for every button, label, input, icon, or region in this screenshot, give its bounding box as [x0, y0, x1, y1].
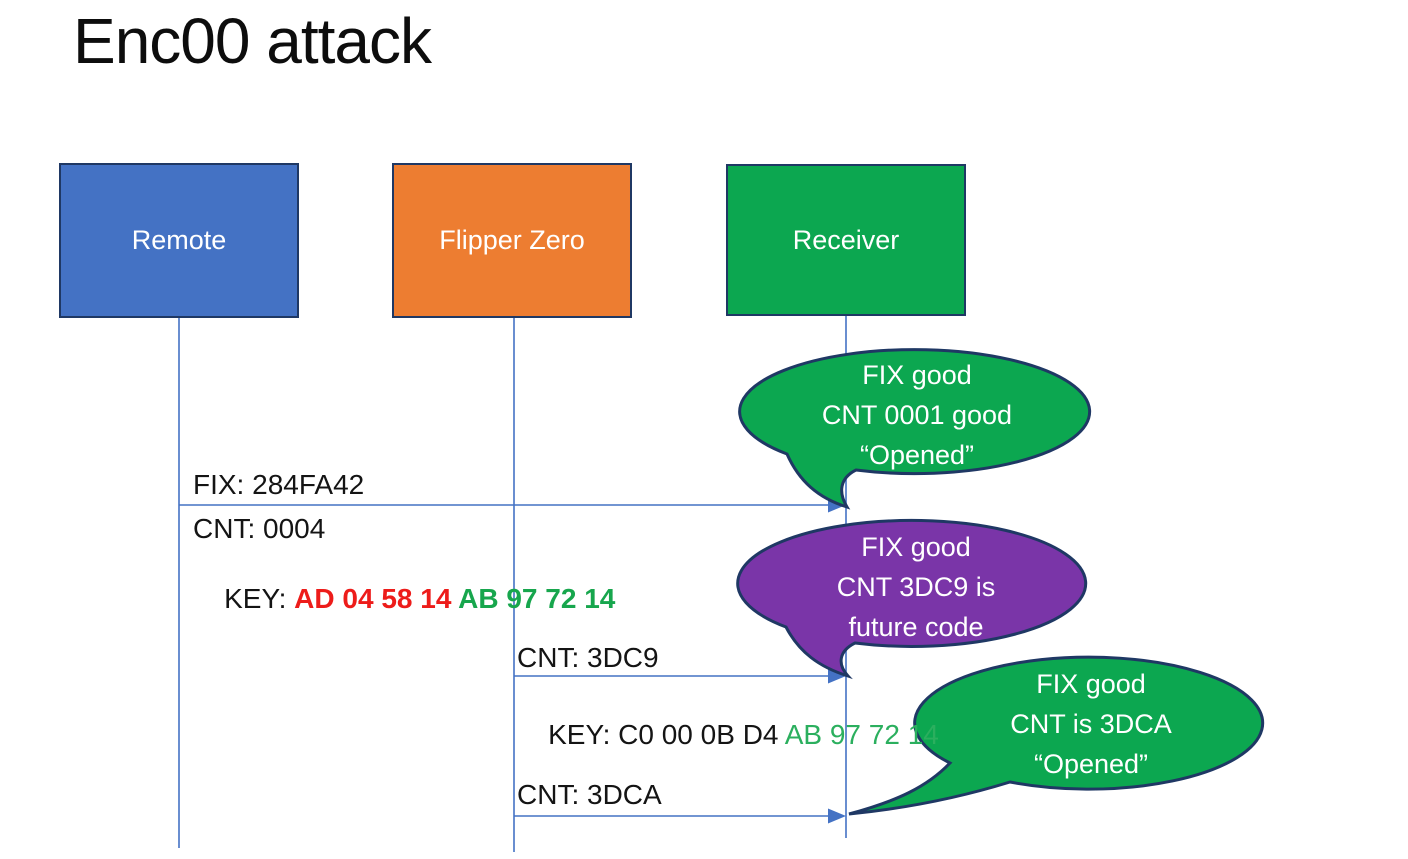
message-1-cnt-label: CNT: 0004 — [193, 513, 326, 544]
callout-1-line-1: FIX good — [862, 360, 972, 390]
callout-1-text: FIX good CNT 0001 good “Opened” — [742, 355, 1092, 475]
slide-title: Enc00 attack — [73, 5, 432, 77]
callout-2-line-3: future code — [848, 612, 984, 642]
callout-1-line-3: “Opened” — [859, 440, 975, 470]
message-2-cnt-label: CNT: 3DC9 — [517, 642, 659, 673]
callout-bubble-future-code — [736, 518, 1088, 680]
message-2-key-green-bytes: AB 97 72 14 — [784, 719, 939, 750]
arrowhead-message-3 — [828, 808, 846, 824]
message-1-key-prefix: KEY: — [224, 583, 295, 614]
actor-label-remote: Remote — [131, 225, 227, 255]
actor-box-remote: Remote — [59, 163, 299, 318]
message-3-key-green-bytes: AB 97 72 14 — [779, 857, 933, 859]
callout-2-text: FIX good CNT 3DC9 is future code — [741, 527, 1091, 647]
actor-box-flipper-zero: Flipper Zero — [392, 163, 632, 318]
message-3-key-label: KEY: C0 02 8A 33 AB 97 72 14 — [517, 823, 933, 859]
message-1-key-red-bytes: AD 04 58 14 — [294, 583, 459, 614]
callout-1-line-2: CNT 0001 good — [821, 400, 1013, 430]
message-1-key-green-bytes: AB 97 72 14 — [458, 583, 616, 614]
message-2-key-prefix: KEY: C0 00 0B D4 — [548, 719, 785, 750]
callout-2-line-1: FIX good — [861, 532, 971, 562]
message-1-key-label: KEY: AD 04 58 14 AB 97 72 14 — [193, 549, 615, 648]
actor-label-flipper-zero: Flipper Zero — [439, 225, 585, 255]
callout-2-line-2: CNT 3DC9 is — [836, 572, 996, 602]
callout-3-line-1: FIX good — [1036, 669, 1146, 699]
message-1-fix-label: FIX: 284FA42 — [193, 469, 365, 500]
message-3-cnt-label: CNT: 3DCA — [517, 779, 662, 810]
callout-3-text: FIX good CNT is 3DCA “Opened” — [916, 664, 1266, 784]
message-3-key-prefix: KEY: C0 02 8A 33 — [548, 857, 778, 859]
callout-3-line-2: CNT is 3DCA — [1010, 709, 1172, 739]
arrowhead-message-2 — [828, 668, 846, 684]
actor-box-receiver: Receiver — [726, 164, 966, 316]
actor-label-receiver: Receiver — [792, 224, 900, 255]
callout-bubble-opened-1 — [738, 348, 1092, 510]
callout-bubble-opened-2 — [848, 655, 1265, 816]
message-2-key-label: KEY: C0 00 0B D4 AB 97 72 14 — [517, 685, 939, 784]
callout-3-line-3: “Opened” — [1033, 749, 1149, 779]
